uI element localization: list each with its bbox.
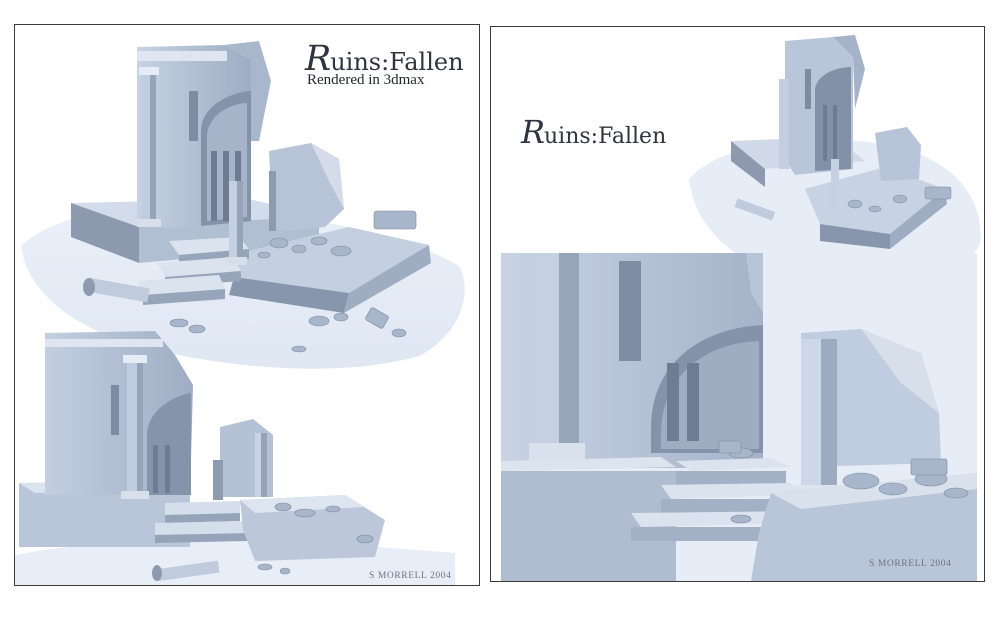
- signature-left: S MORRELL 2004: [369, 571, 452, 581]
- title-rest-right: uins:: [544, 124, 599, 149]
- signature-right: S MORRELL 2004: [869, 559, 952, 569]
- ruins-closeup-render: [501, 253, 977, 581]
- title-initial-right: R: [521, 113, 545, 151]
- title-word2-right: Fallen: [598, 124, 667, 149]
- title-rest: uins:: [330, 48, 390, 76]
- ruins-overview-render: [19, 31, 475, 376]
- ruins-front-render: [15, 325, 477, 585]
- subtitle-rendered-in: Rendered in 3dmax: [307, 72, 425, 88]
- title-word2: Fallen: [389, 48, 464, 76]
- right-render-panel: Ruins:Fallen: [490, 26, 985, 582]
- left-render-panel: Ruins:Fallen Rendered in 3dmax: [14, 24, 480, 586]
- title-ruins-fallen: Ruins:Fallen: [305, 39, 464, 79]
- title-initial: R: [305, 39, 331, 79]
- title-ruins-fallen-right: Ruins:Fallen: [521, 113, 666, 151]
